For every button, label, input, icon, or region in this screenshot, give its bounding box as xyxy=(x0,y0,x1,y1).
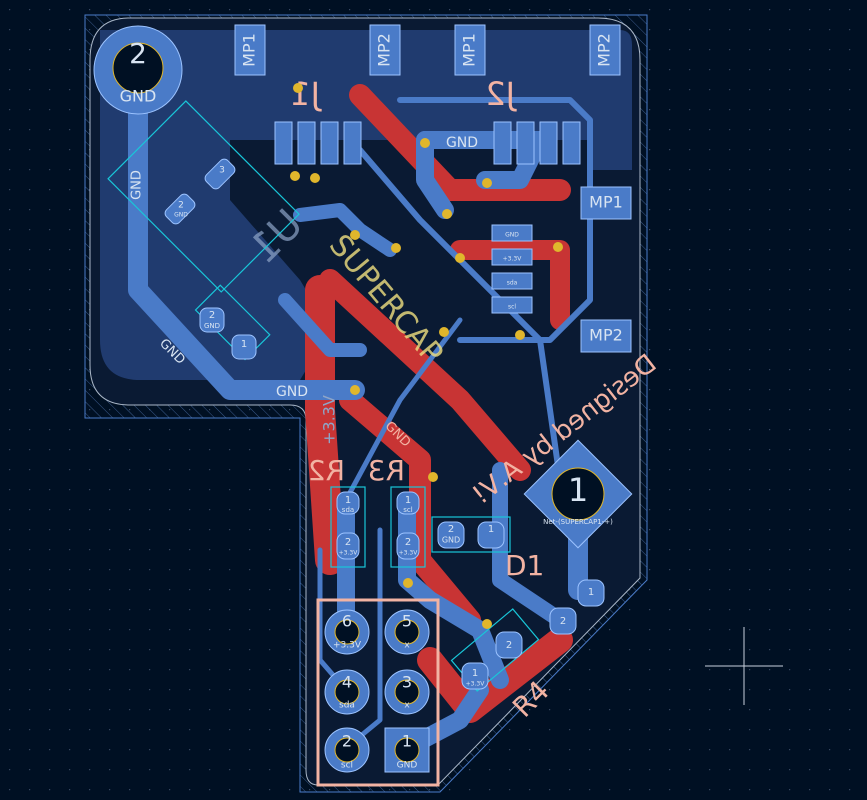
pin-header[interactable]: 6 +3.3V 5 x 4 sda 3 x 2 scl 1 GND xyxy=(316,598,440,787)
header-pin-4: 4 sda xyxy=(324,669,370,715)
header-pin-2: 2 scl xyxy=(324,727,370,773)
silk-r2: R2 xyxy=(308,454,345,487)
cursor-crosshair xyxy=(705,627,783,705)
pad-number: 1 xyxy=(488,524,494,535)
pad-number: 1 xyxy=(405,495,411,506)
pad-net: GND xyxy=(120,87,157,106)
pad-number: 2 xyxy=(405,537,411,548)
pad-number: 1 xyxy=(472,668,478,679)
pad-number: 2 xyxy=(178,201,184,211)
pad-mp1: MP1 xyxy=(240,33,259,67)
track-label-gnd: GND xyxy=(276,384,308,400)
pin-net: scl xyxy=(341,761,353,771)
pad-net: GND xyxy=(442,536,460,545)
mount-hole-gnd[interactable]: 2 GND xyxy=(93,25,183,115)
pin-net: x xyxy=(404,641,410,651)
pin-number: 5 xyxy=(402,612,412,631)
net-label-3v3: +3.3V xyxy=(320,395,339,445)
header-pin-3: 3 x xyxy=(384,669,430,715)
pin-net: sda xyxy=(507,280,518,287)
ic-u1[interactable]: 3 2 GND xyxy=(107,100,300,293)
pad-mp1: MP1 xyxy=(589,193,623,212)
pin-net: +3.3V xyxy=(503,256,523,263)
resistor-r2[interactable]: 1 sda 2 +3.3V xyxy=(330,486,366,568)
supercap-pad[interactable]: 1 Net-(SUPERCAP1-+) xyxy=(523,439,633,549)
ground-pour xyxy=(100,30,632,380)
pad-number: 2 xyxy=(129,37,147,70)
silk-j2: J2 xyxy=(485,75,517,113)
pad-number: 2 xyxy=(560,616,566,627)
pad-net: sda xyxy=(342,506,354,514)
header-pin-5: 5 x xyxy=(384,609,430,655)
header-pin-1: 1 GND xyxy=(384,727,430,773)
connector-j1-mount-pads: MP1 MP2 MP1 MP2 MP1 MP2 xyxy=(234,24,632,353)
pad-net: GND xyxy=(204,322,220,330)
silk-j1: J1 xyxy=(290,75,322,113)
pad-net: +3.3V xyxy=(399,550,419,557)
pad-mp2: MP2 xyxy=(589,326,623,345)
silk-d1: D1 xyxy=(505,549,544,582)
track-label-gnd: GND xyxy=(446,135,478,151)
pad-mp2: MP2 xyxy=(375,33,394,67)
pad-number: 1 xyxy=(345,495,351,506)
pad-number: 2 xyxy=(448,524,454,535)
pin-number: 1 xyxy=(402,732,412,751)
pad-net: +3.3V xyxy=(466,681,486,688)
pad-number: 1 xyxy=(568,471,588,509)
pin-net: GND xyxy=(505,232,519,239)
pin-number: 2 xyxy=(342,732,352,751)
pad-net: Net-(SUPERCAP1-+) xyxy=(543,518,613,526)
pad-net: GND xyxy=(174,212,188,219)
pad-number: 1 xyxy=(588,587,594,598)
pin-net: +3.3V xyxy=(333,641,362,651)
pin-net: scl xyxy=(508,304,516,311)
pin-net: sda xyxy=(339,701,355,711)
pad-mp1: MP1 xyxy=(460,33,479,67)
pad-number: 2 xyxy=(506,640,512,651)
pad-mp2: MP2 xyxy=(595,33,614,67)
connector-j1-pins: GND +3.3V sda scl xyxy=(274,121,581,314)
diode-d1[interactable]: 1 +3.3V 2 2 1 xyxy=(450,579,605,692)
pad-net: scl xyxy=(403,506,412,514)
capacitor-c1[interactable]: 2 GND 1 xyxy=(194,284,271,361)
header-pin-6: 6 +3.3V xyxy=(324,609,370,655)
pad-number: 1 xyxy=(241,339,247,350)
pad-net: +3.3V xyxy=(339,550,359,557)
pin-number: 4 xyxy=(342,673,352,692)
silk-r3: R3 xyxy=(368,454,405,487)
pad-number: 3 xyxy=(219,166,225,176)
pad-number: 2 xyxy=(209,310,215,321)
capacitor-c2[interactable]: 2 GND 1 xyxy=(431,516,511,553)
track-label-gnd: GND xyxy=(130,170,145,200)
vias xyxy=(290,83,563,629)
resistor-r3[interactable]: 1 scl 2 +3.3V xyxy=(390,486,426,568)
pad-number: 2 xyxy=(345,537,351,548)
pin-net: GND xyxy=(397,761,418,771)
pin-net: x xyxy=(404,701,410,711)
pin-number: 6 xyxy=(342,612,352,631)
pin-number: 3 xyxy=(402,673,412,692)
